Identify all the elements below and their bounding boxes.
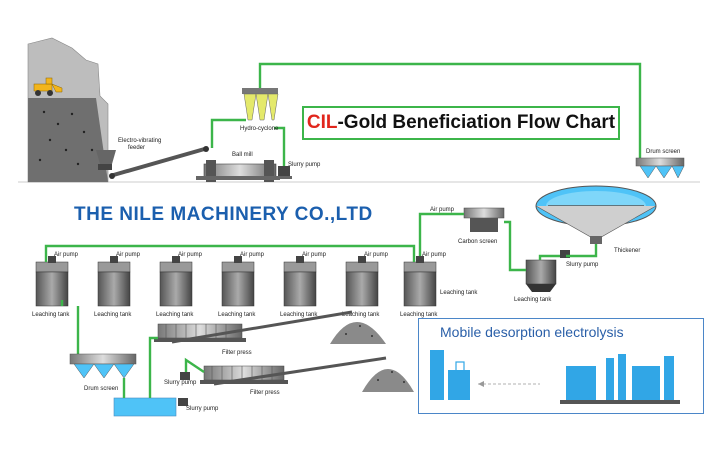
label-air-pump: Air pump <box>302 252 327 258</box>
ball-mill <box>196 160 280 182</box>
label-electro-feeder-2: feeder <box>128 145 145 151</box>
electro-vibrating-feeder <box>96 150 116 170</box>
label-leaching-tank: Leaching tank <box>32 312 70 318</box>
hydrocyclone <box>242 88 279 121</box>
leaching-tank: Leaching tank Air pump <box>218 252 265 318</box>
leaching-tank: Leaching tank Air pump <box>342 252 389 318</box>
pipes-row <box>44 244 416 354</box>
slurry-pump-bottom <box>178 372 190 406</box>
label-leaching-tank: Leaching tank <box>280 312 318 318</box>
company-name: THE NILE MACHINERY CO.,LTD <box>74 204 373 225</box>
label-air-pump: Air pump <box>240 252 265 258</box>
drum-screen-bottom <box>69 353 137 379</box>
label-hydrocyclone: Hydro-cyclone <box>240 126 279 132</box>
label-air-pump: Air pump <box>54 252 79 258</box>
title-rest: -Gold Beneficiation Flow Chart <box>337 112 616 133</box>
label-air-pump-carbon: Air pump <box>430 207 455 213</box>
slurry-pump-top <box>276 166 292 179</box>
conveyor-tailings-1 <box>171 310 386 344</box>
title-highlight: CIL <box>306 112 338 133</box>
label-ball-mill: Ball mill <box>232 152 253 158</box>
conveyor-tailings-2 <box>213 356 414 392</box>
pipes-bottom <box>122 336 205 398</box>
leaching-tank-right <box>525 259 557 292</box>
label-leaching-tank: Leaching tank <box>156 312 194 318</box>
label-electro-feeder-1: Electro-vibrating <box>118 138 161 144</box>
label-leaching-tank: Leaching tank <box>400 312 438 318</box>
pipes-top <box>210 62 642 166</box>
mine-rock <box>27 37 109 183</box>
label-leaching-tank: Leaching tank <box>342 312 380 318</box>
loader-truck <box>33 77 63 96</box>
flow-chart-title: CIL-Gold Beneficiation Flow Chart <box>302 106 620 140</box>
label-slurry-pump-bottom-1: Slurry pump <box>164 380 197 386</box>
electrolysis-units <box>430 350 680 404</box>
label-air-pump: Air pump <box>116 252 141 258</box>
label-filter-press-2: Filter press <box>250 390 280 396</box>
label-drum-screen-bottom: Drum screen <box>84 386 118 392</box>
label-slurry-pump-bottom-2: Slurry pump <box>186 406 219 412</box>
conveyor-belt <box>109 146 209 179</box>
label-air-pump: Air pump <box>178 252 203 258</box>
label-slurry-pump-right: Slurry pump <box>566 262 599 268</box>
label-carbon-screen: Carbon screen <box>458 239 497 245</box>
leaching-tank: Leaching tank Air pump <box>156 252 203 318</box>
label-leaching-tank: Leaching tank <box>94 312 132 318</box>
label-filter-press-1: Filter press <box>222 350 252 356</box>
label-slurry-pump-top: Slurry pump <box>288 162 321 168</box>
label-thickener: Thickener <box>614 248 640 254</box>
water-tank <box>113 397 177 417</box>
equipment-labels: Electro-vibrating feeder Ball mill Hydro… <box>84 126 680 412</box>
label-air-pump: Air pump <box>422 252 447 258</box>
label-drum-screen-top: Drum screen <box>646 149 680 155</box>
slurry-pump-right <box>560 250 570 258</box>
leaching-tank: Leaching tank Air pump <box>400 252 447 318</box>
leaching-tank: Leaching tank Air pump <box>280 252 327 318</box>
mobile-desorption-panel <box>418 318 704 414</box>
thickener <box>535 185 657 244</box>
mobile-desorption-title: Mobile desorption electrolysis <box>440 324 624 340</box>
label-air-pump: Air pump <box>364 252 389 258</box>
drum-screen-top <box>635 157 685 179</box>
label-leaching-tank-right-1: Leaching tank <box>440 290 478 296</box>
pipes-right <box>418 212 598 272</box>
leaching-tank: Leaching tank Air pump <box>94 252 141 318</box>
label-leaching-tank-right-2: Leaching tank <box>514 297 552 303</box>
leaching-tank: Leaching tank Air pump <box>32 252 79 318</box>
label-leaching-tank: Leaching tank <box>218 312 256 318</box>
carbon-screen <box>463 207 505 232</box>
